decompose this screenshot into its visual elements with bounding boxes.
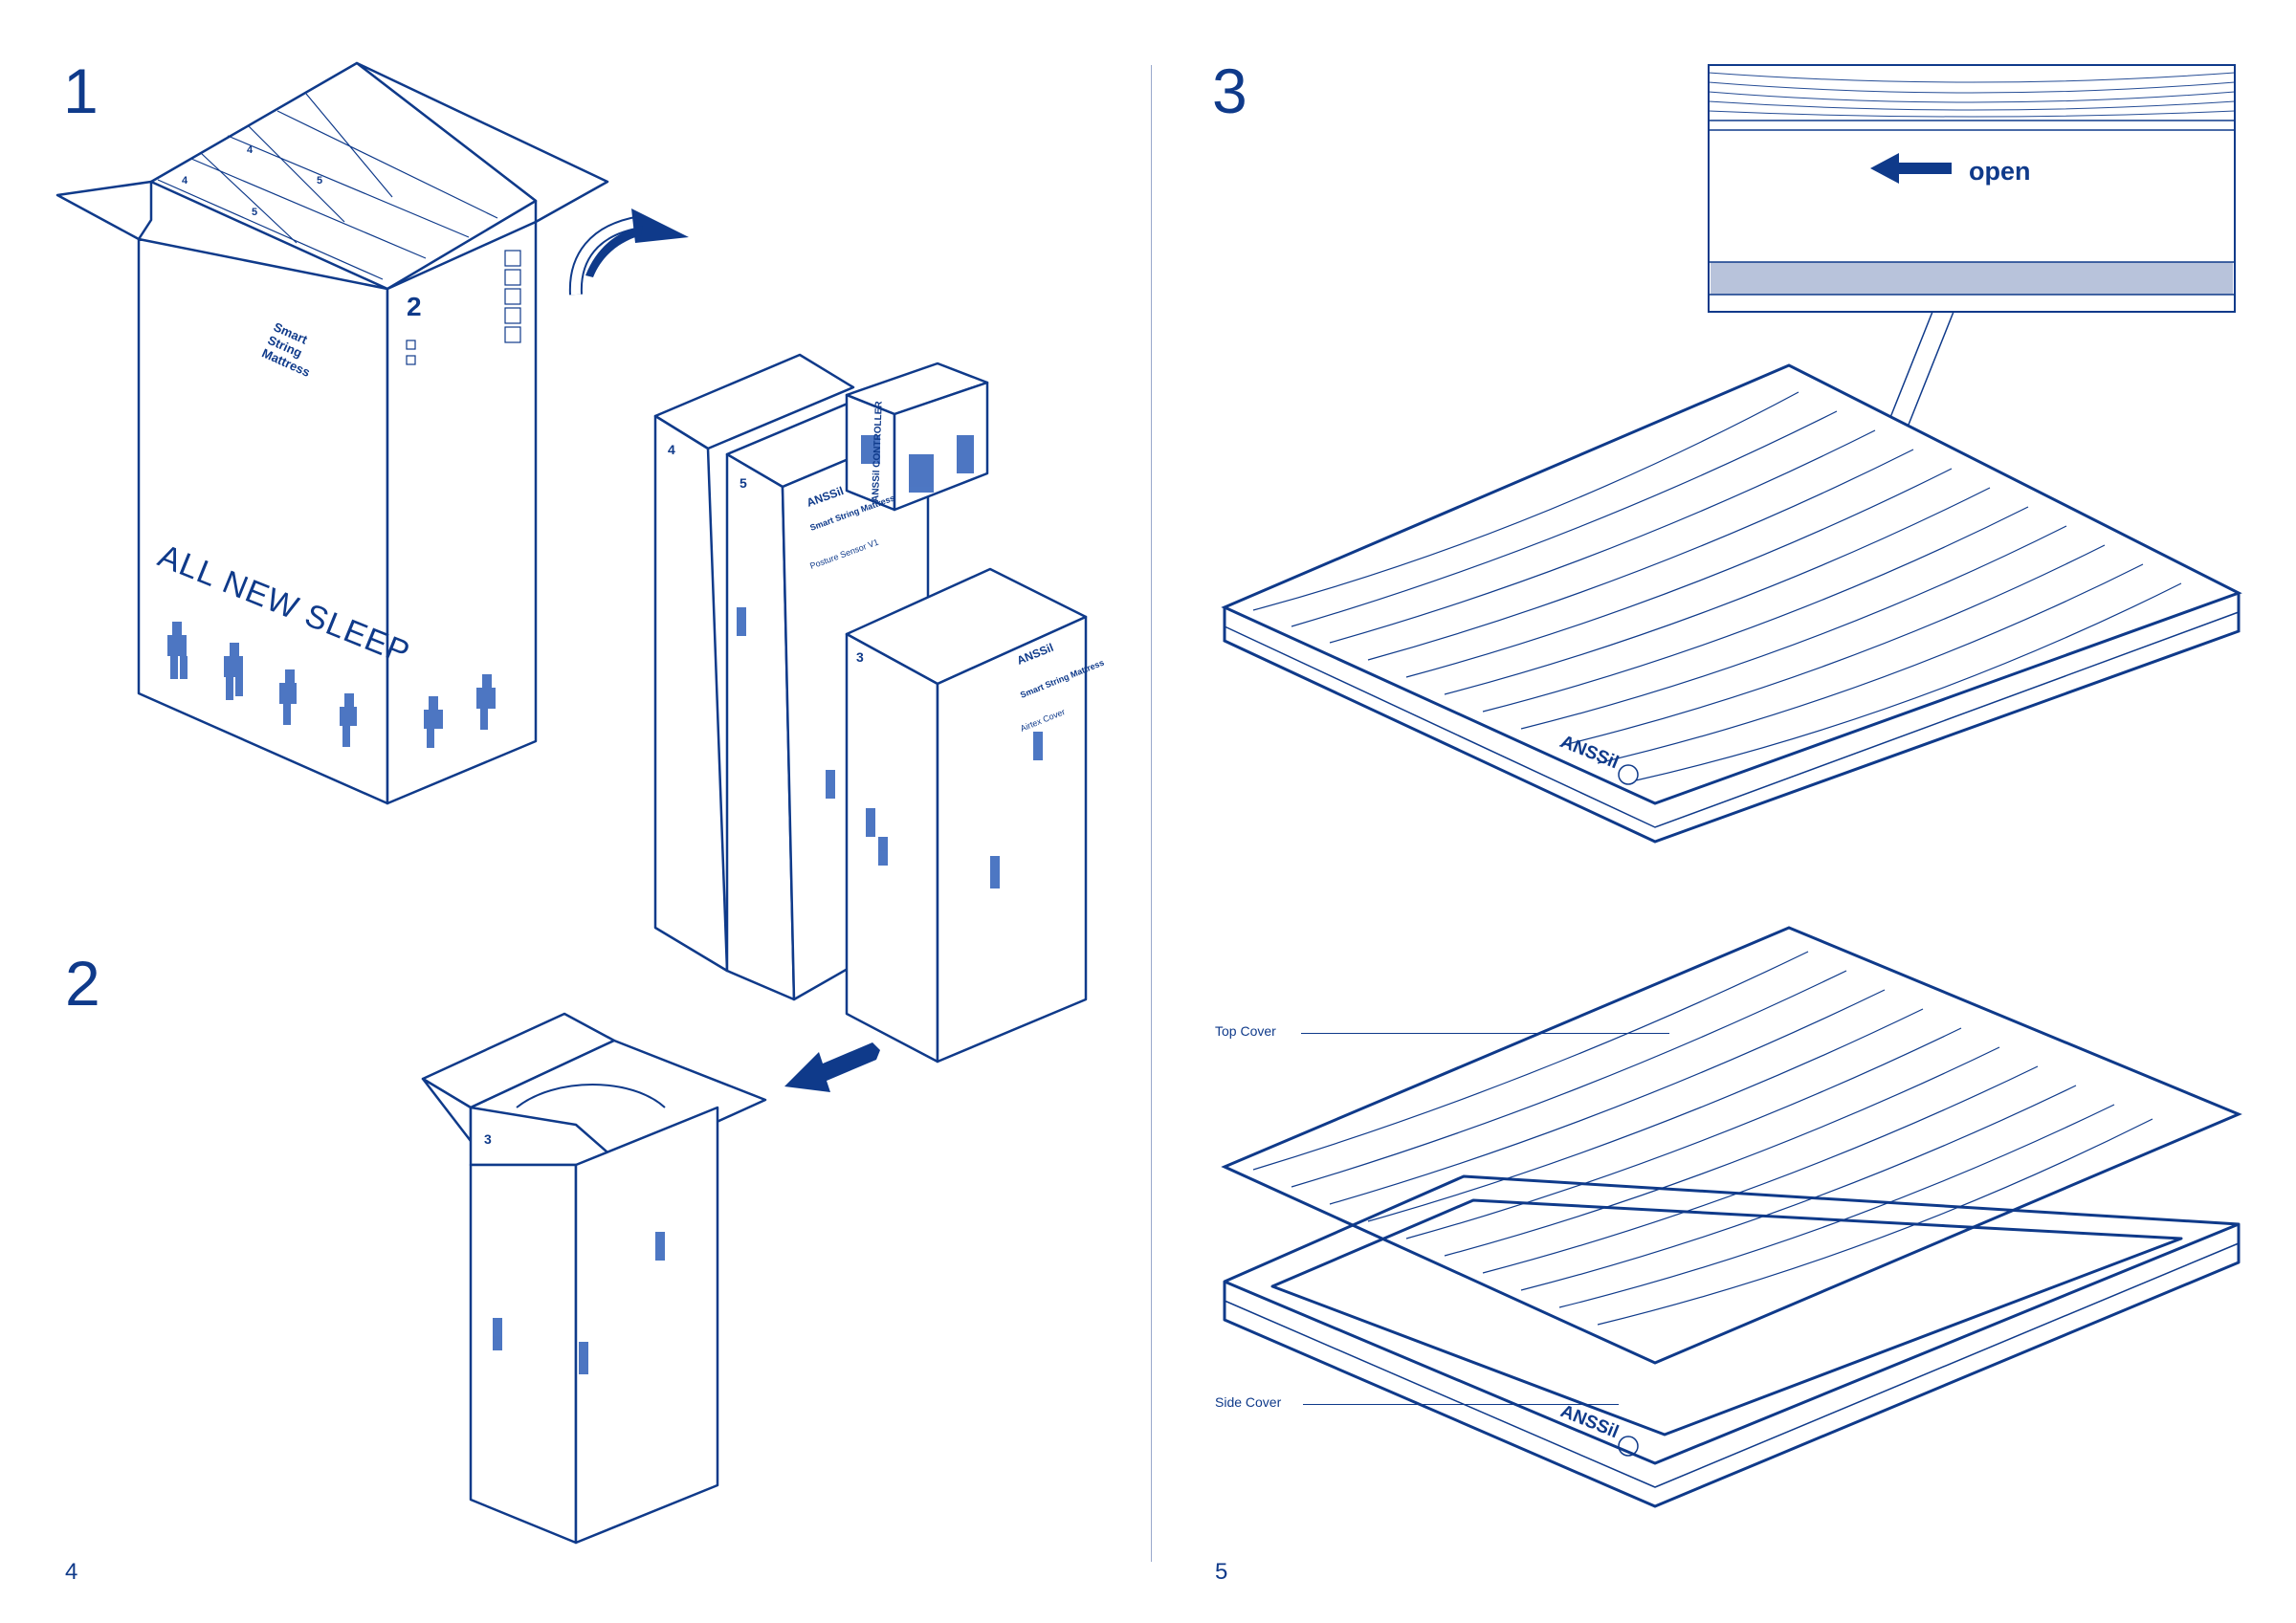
lid-number-4b: 4: [247, 144, 254, 156]
down-left-arrow-icon: [784, 1042, 880, 1092]
top-cover: [1221, 926, 2242, 1365]
page-number-right: 5: [1215, 1559, 1228, 1585]
open-label: open: [1969, 157, 2031, 186]
big-box-number: 2: [407, 292, 422, 321]
box3-number: 3: [856, 649, 864, 665]
pixel-figure-icon: [167, 622, 496, 748]
mattress-with-cover: ANSSil: [1221, 363, 2242, 844]
side-cover-label: Side Cover: [1215, 1394, 1282, 1410]
left-arrow-icon: [1870, 153, 1952, 184]
component-boxes: 4 5 3 ANSSil ANSSil ANSSil CONTROLLER Sm…: [653, 353, 1105, 1064]
lid-number-4a: 4: [182, 175, 188, 186]
lid-number-5a: 5: [252, 207, 257, 218]
step-3-number: 3: [1212, 55, 1247, 126]
left-page: 1 2 4 4 4 5 5: [55, 55, 1105, 1585]
side-cover-leader: [1303, 1404, 1619, 1405]
step-2-number: 2: [65, 948, 100, 1019]
fabric-stripes: [1708, 72, 2236, 118]
box5-number: 5: [740, 475, 747, 491]
big-mattress-box: 4 4 5 5 SmartStringMattress 2 ALL NEW SL…: [55, 61, 609, 805]
controller-label: ANSSil CONTROLLER: [871, 400, 885, 502]
top-cover-label: Top Cover: [1215, 1023, 1276, 1039]
step-1-number: 1: [63, 55, 99, 126]
open-box-number: 3: [484, 1131, 492, 1147]
curved-arrow-icon: [568, 208, 689, 296]
mattress-stripes: [1252, 391, 2182, 781]
wifi-logo-icon: [1618, 764, 1639, 785]
box4-number: 4: [668, 442, 675, 457]
page-number-left: 4: [65, 1559, 78, 1585]
top-cover-leader: [1301, 1033, 1669, 1034]
open-box-3: 3: [421, 1012, 767, 1545]
lid-number-5b: 5: [317, 175, 322, 186]
zipper-callout: open: [1708, 64, 2236, 426]
right-page: 3 5 open: [1148, 0, 2296, 1623]
page-gutter: [1151, 65, 1152, 1562]
side-cover: ANSSil: [1223, 1174, 2241, 1508]
